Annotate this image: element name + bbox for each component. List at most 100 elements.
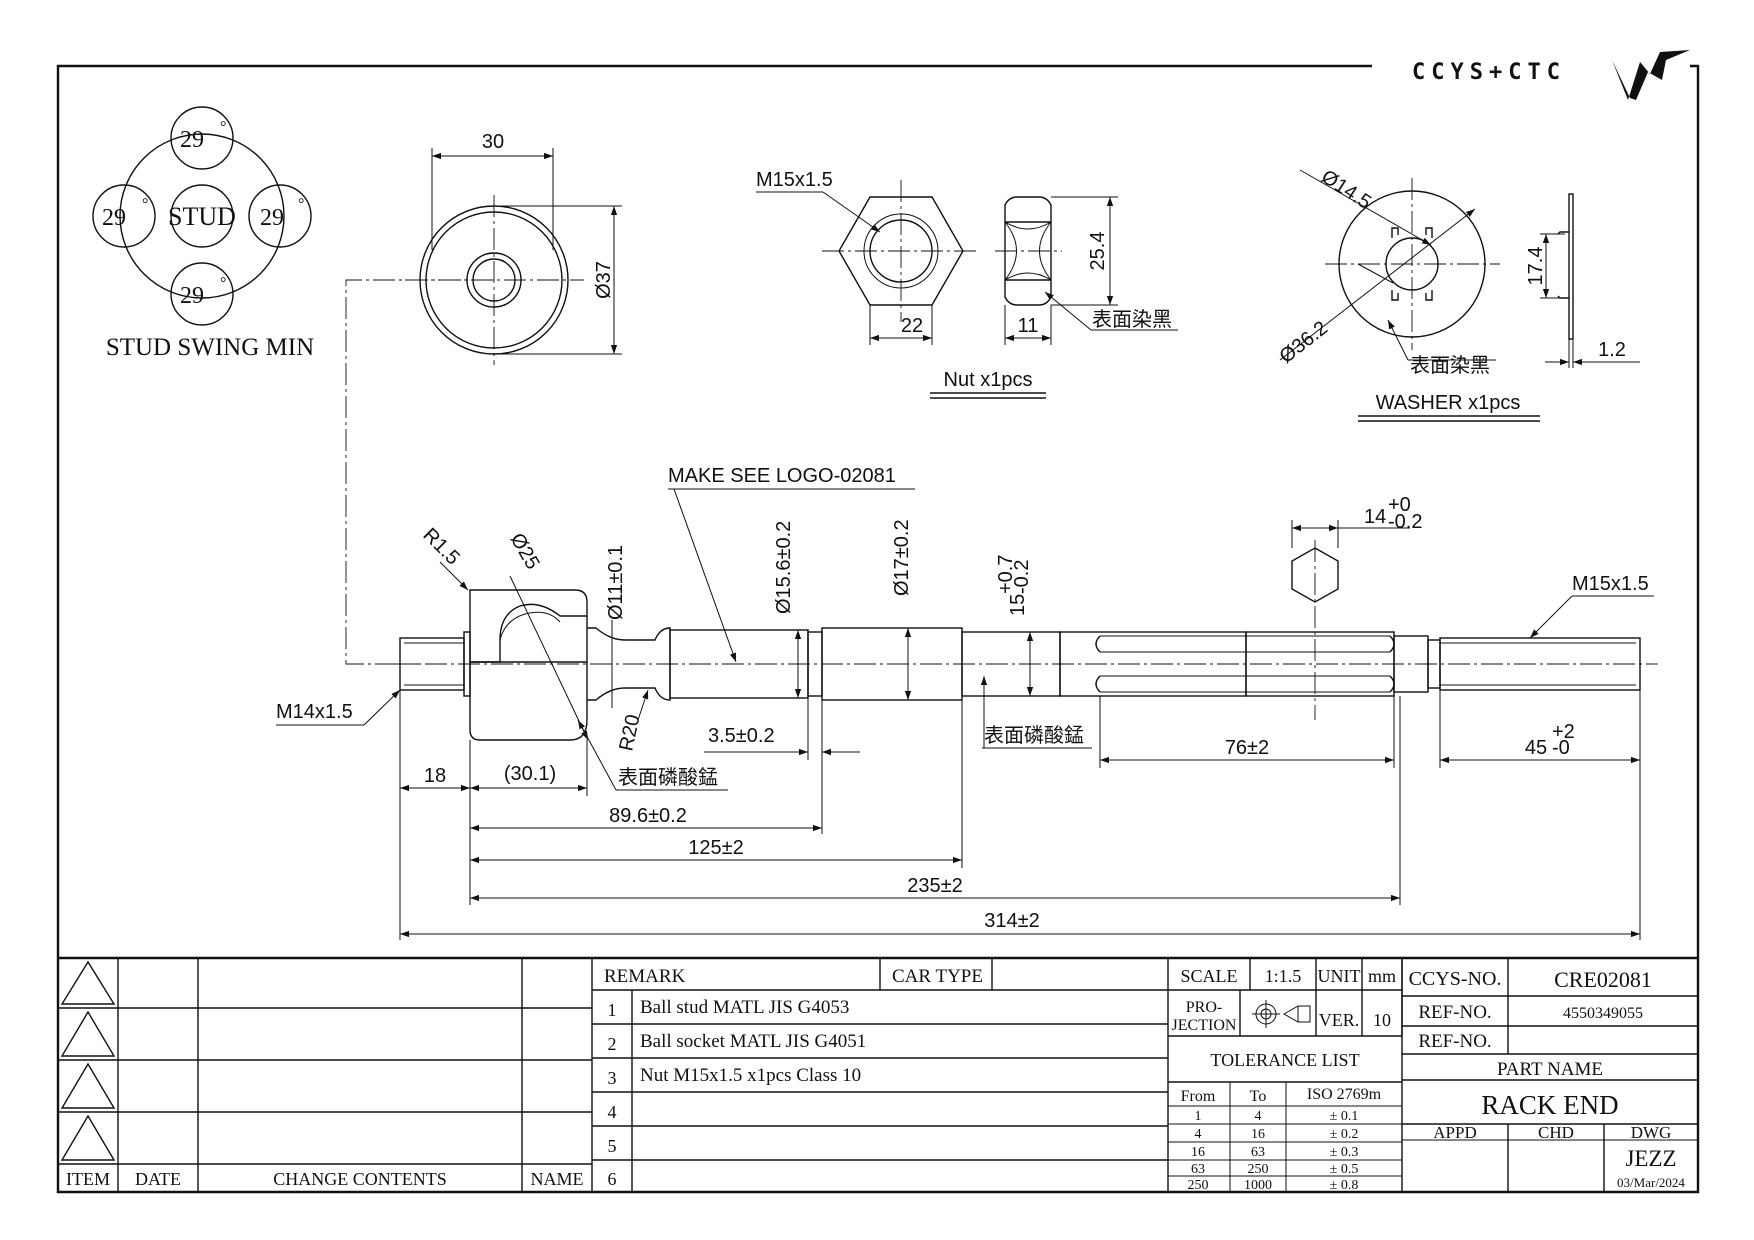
projection-label: PRO- <box>1186 999 1222 1016</box>
remark-no: 6 <box>608 1169 617 1189</box>
tol-header-to: To <box>1250 1088 1267 1105</box>
chd-label: CHD <box>1538 1123 1574 1142</box>
appd-label: APPD <box>1433 1123 1476 1142</box>
remark-text: Ball stud MATL JIS G4053 <box>640 997 849 1018</box>
tol-cell: 250 <box>1248 1162 1269 1177</box>
tol-header-iso: ISO 2769m <box>1307 1086 1382 1103</box>
dim-30: 30 <box>482 131 504 153</box>
tol-cell: 16 <box>1191 1145 1205 1160</box>
tol-cell: 1000 <box>1244 1178 1272 1193</box>
tol-cell: ± 0.2 <box>1330 1127 1359 1142</box>
nut-caption: Nut x1pcs <box>944 369 1033 391</box>
tol-cell: 250 <box>1188 1178 1209 1193</box>
tol-cell: 1 <box>1195 1109 1202 1124</box>
len-89-6: 89.6±0.2 <box>609 805 687 827</box>
swing-angle-right: 29 <box>260 205 284 231</box>
phosphate-note-1: 表面磷酸錳 <box>618 765 718 789</box>
nut-views: M15x1.5 22 25.4 11 表面染黑 Nut x1pcs <box>756 169 1178 399</box>
tol-header-from: From <box>1181 1088 1216 1105</box>
tol-cell: 63 <box>1251 1145 1265 1160</box>
ccys-no-value: CRE02081 <box>1554 967 1652 992</box>
remark-no: 3 <box>608 1068 617 1088</box>
nut-across-flats: 22 <box>901 315 923 337</box>
dust-cover-view: 30 Ø37 <box>345 131 622 665</box>
rev-header-name: NAME <box>531 1169 584 1189</box>
washer-views: Ø14.5 Ø36.2 表面染黑 17.4 1.2 WASHER x1pcs <box>1276 166 1640 422</box>
remarks-table: REMARK CAR TYPE 1 Ball stud MATL JIS G40… <box>592 958 1169 1192</box>
unit-value: mm <box>1368 966 1396 986</box>
sheet-border <box>56 64 1700 1194</box>
revision-table: ITEM DATE CHANGE CONTENTS NAME <box>58 958 593 1192</box>
car-type-label: CAR TYPE <box>892 966 983 987</box>
len-314: 314±2 <box>984 910 1039 932</box>
washer-finish-note: 表面染黑 <box>1410 353 1490 377</box>
ccys-no-label: CCYS-NO. <box>1409 968 1502 990</box>
shaft-dia-15-6: Ø15.6±0.2 <box>773 521 795 614</box>
shaft-dia-15: 15 <box>1007 594 1029 616</box>
swing-angle-top: 29 <box>180 127 204 153</box>
tol-cell: ± 0.1 <box>1330 1109 1359 1124</box>
tol-cell: ± 0.3 <box>1330 1145 1359 1160</box>
nut-thread-label: M15x1.5 <box>756 169 833 191</box>
rev-header-change: CHANGE CONTENTS <box>273 1169 447 1189</box>
tol-cell: 16 <box>1251 1127 1265 1142</box>
ref-no-value: 4550349055 <box>1563 1005 1643 1022</box>
title-block: ITEM DATE CHANGE CONTENTS NAME REMARK CA… <box>58 956 1698 1193</box>
stud-swing-diagram: STUD 29 29 29 29 ° ° ° ° STUD SWING MIN <box>92 106 314 361</box>
remark-text: Ball socket MATL JIS G4051 <box>640 1031 866 1052</box>
len-45-tol-lower: -0 <box>1552 737 1570 759</box>
tol-cell: 4 <box>1195 1127 1202 1142</box>
len-45-tol-upper: +2 <box>1552 721 1575 743</box>
ver-label: VER. <box>1319 1010 1360 1030</box>
len-76: 76±2 <box>1225 737 1269 759</box>
nut-thickness: 11 <box>1018 315 1039 337</box>
ver-value: 10 <box>1373 1010 1391 1030</box>
brand-emblem-icon <box>1612 50 1690 100</box>
thread-left: M14x1.5 <box>276 701 353 723</box>
drafter-name: JEZZ <box>1625 1146 1676 1171</box>
hex-tol-lower: -0.2 <box>1388 511 1422 533</box>
len-45: 45 <box>1525 737 1547 759</box>
logo-note: MAKE SEE LOGO-02081 <box>668 465 896 487</box>
len-3-5: 3.5±0.2 <box>708 725 775 747</box>
nut-finish-note: 表面染黑 <box>1092 307 1172 331</box>
shaft-dia-15-tol-lower: -0.2 <box>1011 560 1033 594</box>
unit-label: UNIT <box>1318 966 1361 986</box>
dim-dia-37: Ø37 <box>593 261 615 299</box>
scale-label: SCALE <box>1180 966 1237 986</box>
degree-mark: ° <box>220 119 226 136</box>
drawing-date: 03/Mar/2024 <box>1617 1175 1685 1190</box>
remark-header: REMARK <box>604 966 686 987</box>
phosphate-note-2: 表面磷酸錳 <box>984 723 1084 747</box>
washer-outer-dia: Ø36.2 <box>1276 317 1332 368</box>
hex-dim: 14 <box>1364 506 1386 528</box>
neck-dia-11: Ø11±0.1 <box>605 545 627 620</box>
shaft-dia-17: Ø17±0.2 <box>891 519 913 596</box>
tolerance-title: TOLERANCE LIST <box>1210 1050 1359 1070</box>
part-name-value: RACK END <box>1481 1090 1618 1120</box>
projection-symbol-icon <box>1252 1000 1311 1028</box>
degree-mark: ° <box>220 275 226 292</box>
dwg-label: DWG <box>1631 1123 1672 1142</box>
projection-label: JECTION <box>1172 1017 1237 1034</box>
len-18: 18 <box>424 765 446 787</box>
stud-swing-caption: STUD SWING MIN <box>106 334 314 361</box>
remark-no: 4 <box>608 1102 617 1122</box>
washer-thickness: 1.2 <box>1598 339 1626 361</box>
len-30-1: (30.1) <box>504 763 556 785</box>
degree-mark: ° <box>142 196 148 213</box>
shaft-dia-15-tol-upper: +0.7 <box>995 555 1017 594</box>
rev-header-date: DATE <box>135 1169 181 1189</box>
rack-end-main-view: 14 +0 -0.2 MAKE SEE LOGO-02081 R1.5 Ø25 … <box>276 465 1658 940</box>
degree-mark: ° <box>298 196 304 213</box>
nut-height: 25.4 <box>1087 232 1109 271</box>
len-125: 125±2 <box>688 837 743 859</box>
scale-value: 1:1.5 <box>1265 966 1302 986</box>
radius-r20: R20 <box>615 713 644 753</box>
part-name-label: PART NAME <box>1497 1059 1603 1080</box>
tol-cell: 63 <box>1191 1162 1205 1177</box>
rev-header-item: ITEM <box>66 1169 110 1189</box>
washer-tab-height: 17.4 <box>1525 247 1547 286</box>
thread-right: M15x1.5 <box>1572 573 1649 595</box>
